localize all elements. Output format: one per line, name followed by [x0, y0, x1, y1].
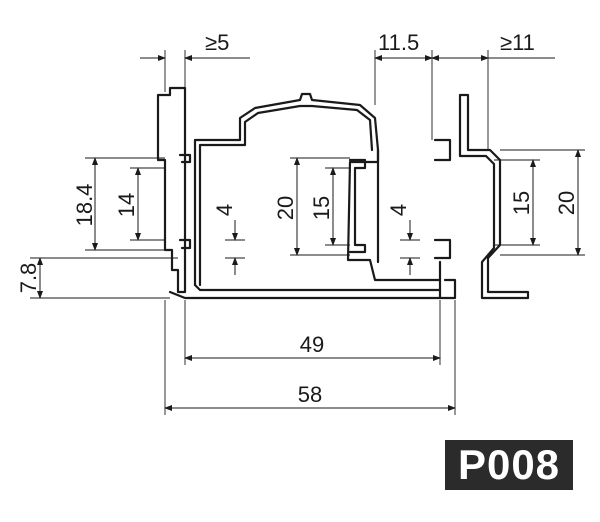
dim-left-outer-height: 18.4 — [72, 184, 97, 227]
dim-top-right-gap: ≥11 — [500, 30, 535, 55]
dim-top-left-gap: ≥5 — [205, 30, 229, 55]
dim-center-outer: 20 — [273, 196, 298, 220]
dim-right-outer: 20 — [554, 191, 579, 215]
dim-width-outer: 58 — [298, 382, 322, 407]
dim-center-inner: 15 — [309, 196, 334, 220]
dim-top-mid-width: 11.5 — [378, 30, 419, 55]
dim-right-inner: 15 — [509, 191, 534, 215]
dim-left-inner-height: 14 — [114, 193, 139, 217]
extension-lines — [30, 50, 585, 415]
dimension-lines — [37, 55, 581, 411]
dim-right-step: 4 — [386, 204, 411, 216]
dim-left-offset: 7.8 — [16, 263, 41, 294]
dimension-labels: ≥5 11.5 ≥11 18.4 14 7.8 4 20 15 4 15 20 … — [16, 30, 579, 407]
profile-outline — [156, 86, 530, 300]
product-code-badge: P008 — [445, 440, 573, 490]
dim-left-step: 4 — [212, 204, 237, 216]
dim-width-inner: 49 — [300, 332, 324, 357]
